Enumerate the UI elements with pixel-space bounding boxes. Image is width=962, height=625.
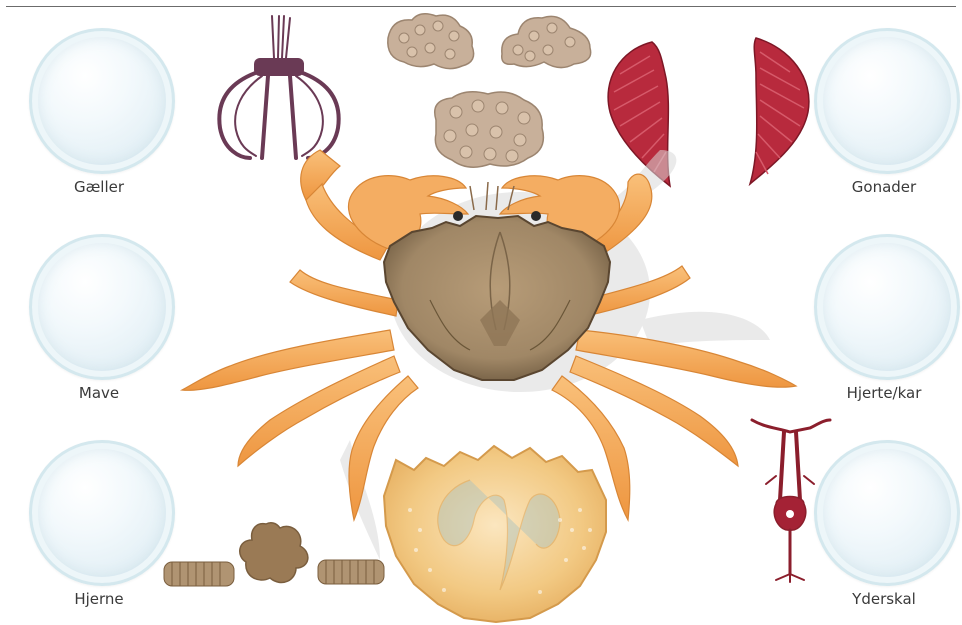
gonad-mass-center[interactable] <box>435 92 544 167</box>
gill-right[interactable] <box>750 38 809 184</box>
crab-shell[interactable] <box>384 446 606 622</box>
heart-organ[interactable] <box>752 420 830 582</box>
stomach-organ[interactable] <box>219 16 338 158</box>
brain-nerve-right[interactable] <box>318 560 384 584</box>
gonad-mass-left[interactable] <box>388 14 474 69</box>
brain-nerve-left[interactable] <box>164 562 234 586</box>
brain-organ[interactable] <box>240 523 308 583</box>
gonad-mass-right[interactable] <box>502 16 591 67</box>
